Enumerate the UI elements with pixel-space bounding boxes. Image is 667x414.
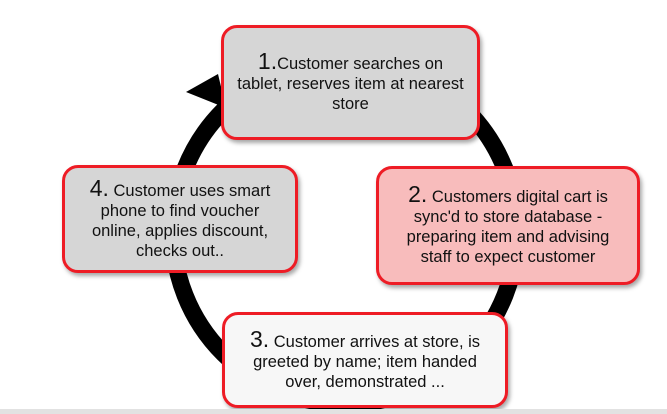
step-2-number: 2. xyxy=(408,181,428,207)
step-3-text: Customer arrives at store, is greeted by… xyxy=(253,332,481,391)
bottom-scroll-area xyxy=(0,409,667,414)
step-1-text: Customer searches on tablet, reserves it… xyxy=(237,55,464,113)
arrow-head-icon xyxy=(186,74,226,108)
step-1-number: 1. xyxy=(257,48,278,74)
step-4-number: 4. xyxy=(89,174,109,201)
step-3-box: 3. Customer arrives at store, is greeted… xyxy=(222,312,508,408)
step-4-text: Customer uses smart phone to find vouche… xyxy=(91,181,271,260)
step-2-box: 2. Customers digital cart is sync'd to s… xyxy=(376,166,640,285)
step-3-number: 3. xyxy=(249,325,270,352)
step-2-text: Customers digital cart is sync'd to stor… xyxy=(406,188,610,266)
step-1-box: 1.Customer searches on tablet, reserves … xyxy=(221,25,480,140)
step-4-box: 4. Customer uses smart phone to find vou… xyxy=(62,165,298,273)
